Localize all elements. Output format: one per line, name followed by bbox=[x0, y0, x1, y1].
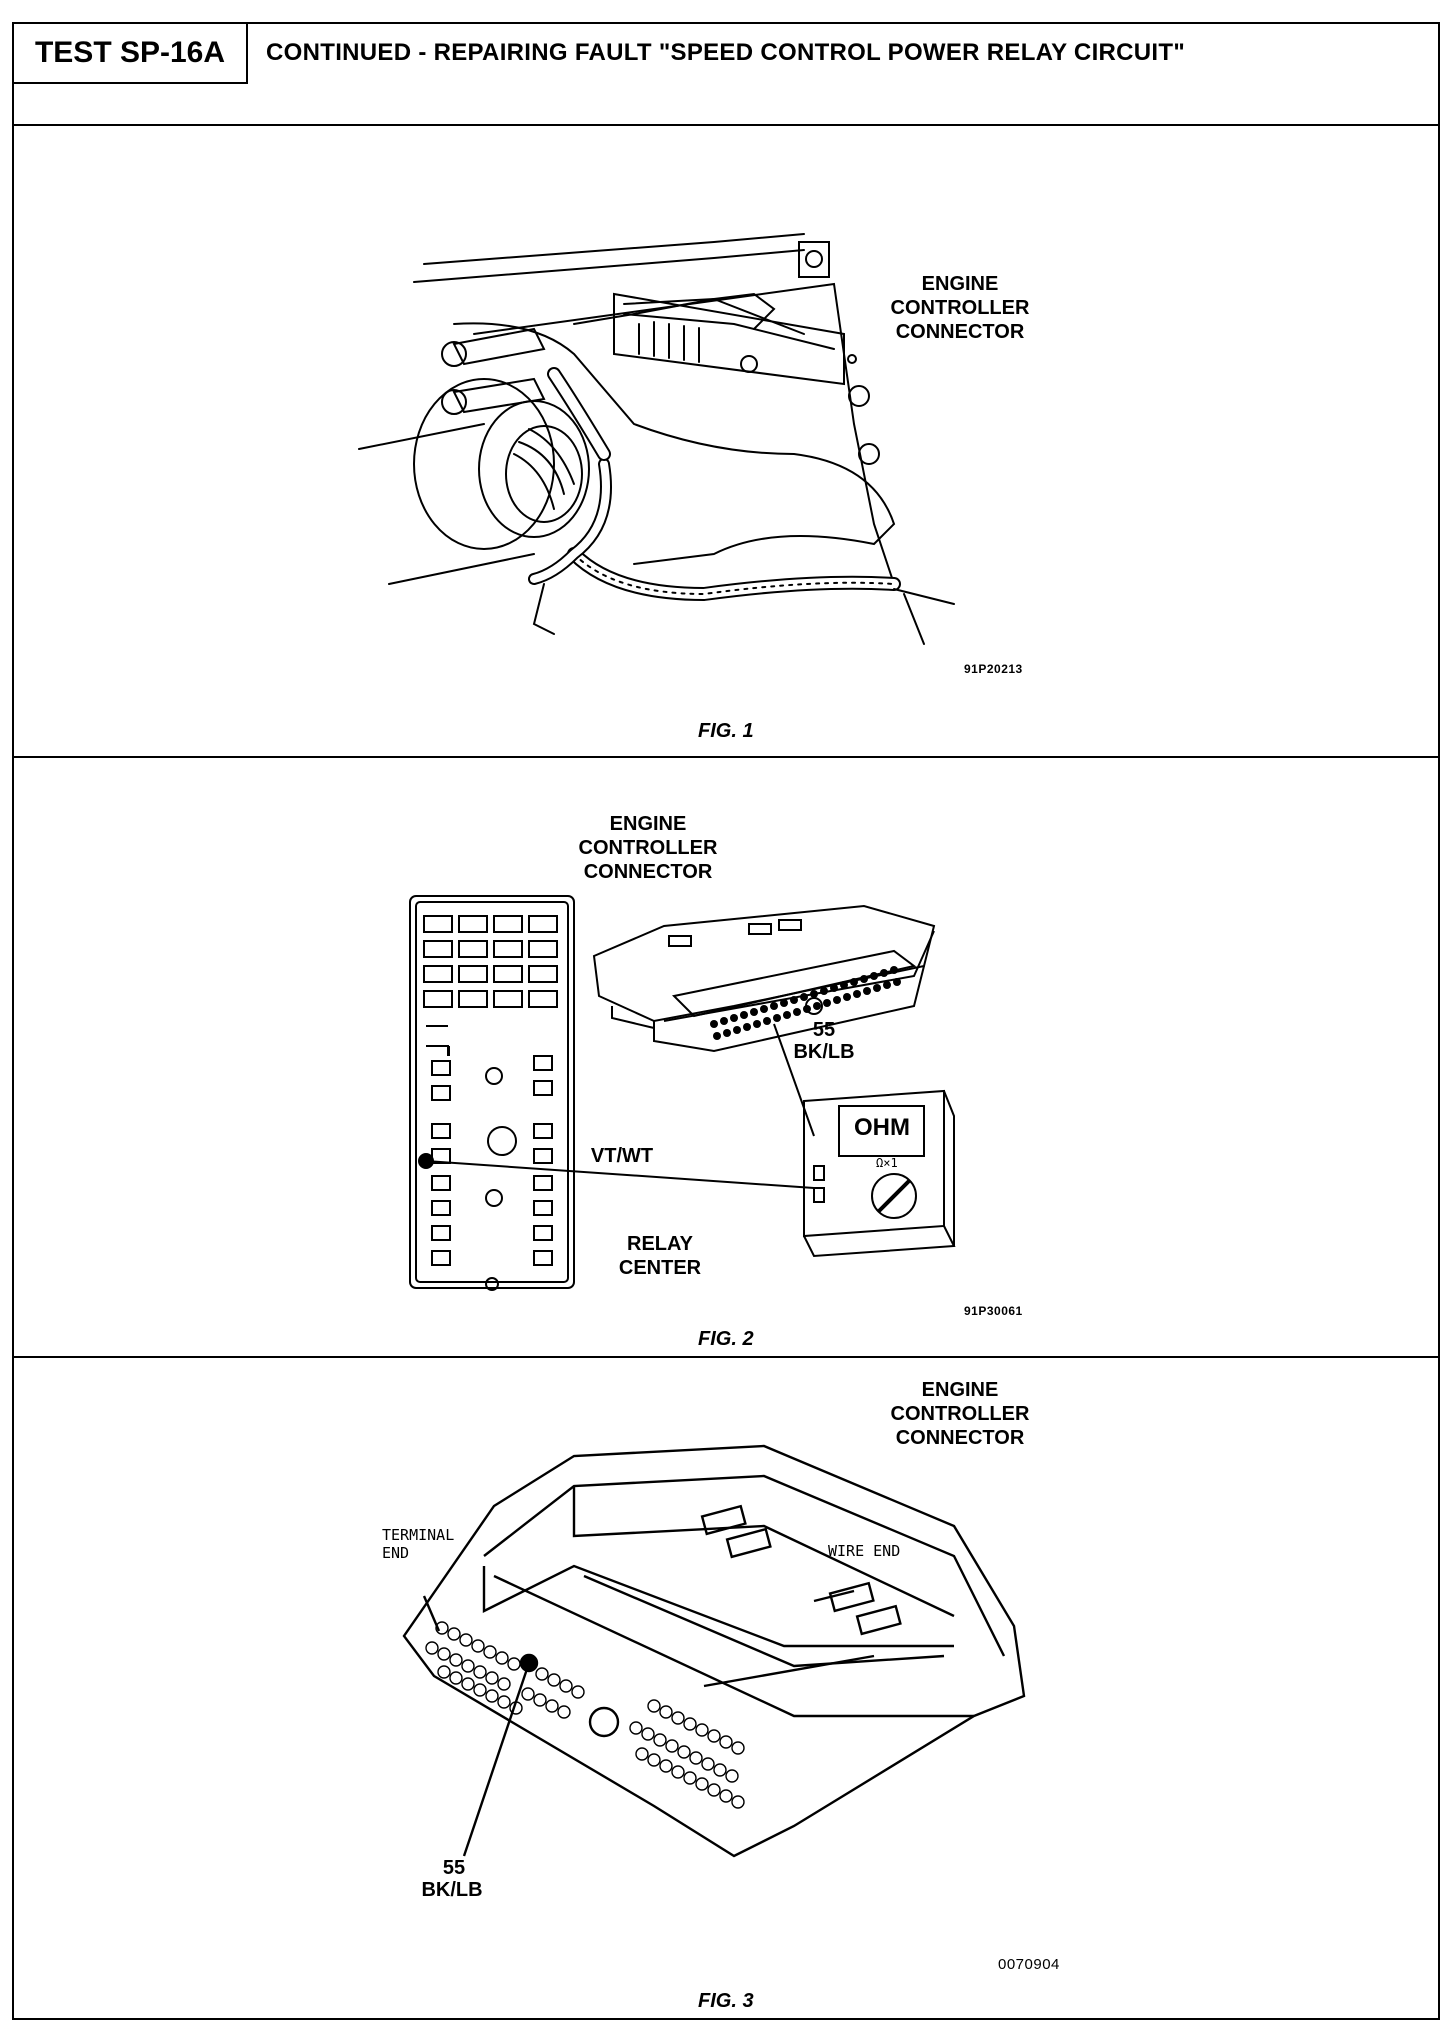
fig3-label-line2: CONTROLLER bbox=[890, 1403, 1030, 1425]
relay-center-ohmmeter-illustration bbox=[409, 895, 956, 1291]
terminal-end-label: TERMINAL END bbox=[382, 1526, 454, 1562]
fig3-label-line1: ENGINE bbox=[921, 1379, 999, 1401]
fig2-caption: FIG. 2 bbox=[698, 1328, 754, 1350]
figure-3-panel: ENGINE CONTROLLER CONNECTOR TERMINAL END… bbox=[14, 1356, 1438, 2018]
ohmmeter-display: OHM bbox=[854, 1114, 910, 1141]
fig3-label-line3: CONNECTOR bbox=[895, 1427, 1025, 1449]
ohmmeter-scale: Ω×1 bbox=[876, 1156, 898, 1170]
fig1-label-line2: CONTROLLER bbox=[890, 297, 1030, 319]
fig3-caption: FIG. 3 bbox=[698, 1990, 754, 2012]
figure-2-panel: ENGINE CONTROLLER CONNECTOR 55 BK/LB VT/… bbox=[14, 756, 1438, 1358]
fig2-label-line1: ENGINE bbox=[609, 813, 687, 835]
fig1-caption: FIG. 1 bbox=[698, 720, 754, 742]
fig2-relay-wire-color: VT/WT bbox=[590, 1145, 654, 1167]
test-id-box: TEST SP-16A bbox=[14, 24, 248, 84]
fig2-pin-number: 55 bbox=[812, 1019, 836, 1041]
fig3-pin-number: 55 bbox=[442, 1857, 466, 1879]
document-page: TEST SP-16A CONTINUED - REPAIRING FAULT … bbox=[12, 22, 1440, 2020]
terminal-label-line1: TERMINAL bbox=[382, 1526, 455, 1544]
connector-terminal-view bbox=[402, 1444, 1026, 1858]
fig2-wire-color: BK/LB bbox=[793, 1041, 855, 1063]
fig2-label-line2: CONTROLLER bbox=[578, 837, 718, 859]
engine-bay-illustration bbox=[358, 233, 955, 645]
fig1-label-line3: CONNECTOR bbox=[895, 321, 1025, 343]
relay-label-line2: CENTER bbox=[618, 1257, 702, 1279]
figure-1-panel: ENGINE CONTROLLER CONNECTOR 91P20213 FIG… bbox=[14, 124, 1438, 758]
fig1-code: 91P20213 bbox=[964, 662, 1023, 676]
fig1-engine-controller-label: ENGINE CONTROLLER CONNECTOR bbox=[880, 272, 1040, 344]
fig3-code: 0070904 bbox=[998, 1956, 1060, 1973]
fig3-engine-controller-label: ENGINE CONTROLLER CONNECTOR bbox=[880, 1378, 1040, 1450]
fig1-label-line1: ENGINE bbox=[921, 273, 999, 295]
page-header: TEST SP-16A CONTINUED - REPAIRING FAULT … bbox=[14, 24, 1438, 126]
page-title: CONTINUED - REPAIRING FAULT "SPEED CONTR… bbox=[266, 39, 1186, 66]
fig3-wire-color: BK/LB bbox=[421, 1879, 483, 1901]
fig2-engine-controller-label: ENGINE CONTROLLER CONNECTOR bbox=[568, 812, 728, 884]
fig2-code: 91P30061 bbox=[964, 1304, 1023, 1318]
wire-end-label: WIRE END bbox=[828, 1542, 901, 1560]
relay-label-line1: RELAY bbox=[627, 1233, 693, 1255]
relay-center-label: RELAY CENTER bbox=[610, 1232, 710, 1280]
fig2-label-line3: CONNECTOR bbox=[583, 861, 713, 883]
terminal-label-line2: END bbox=[382, 1544, 410, 1562]
